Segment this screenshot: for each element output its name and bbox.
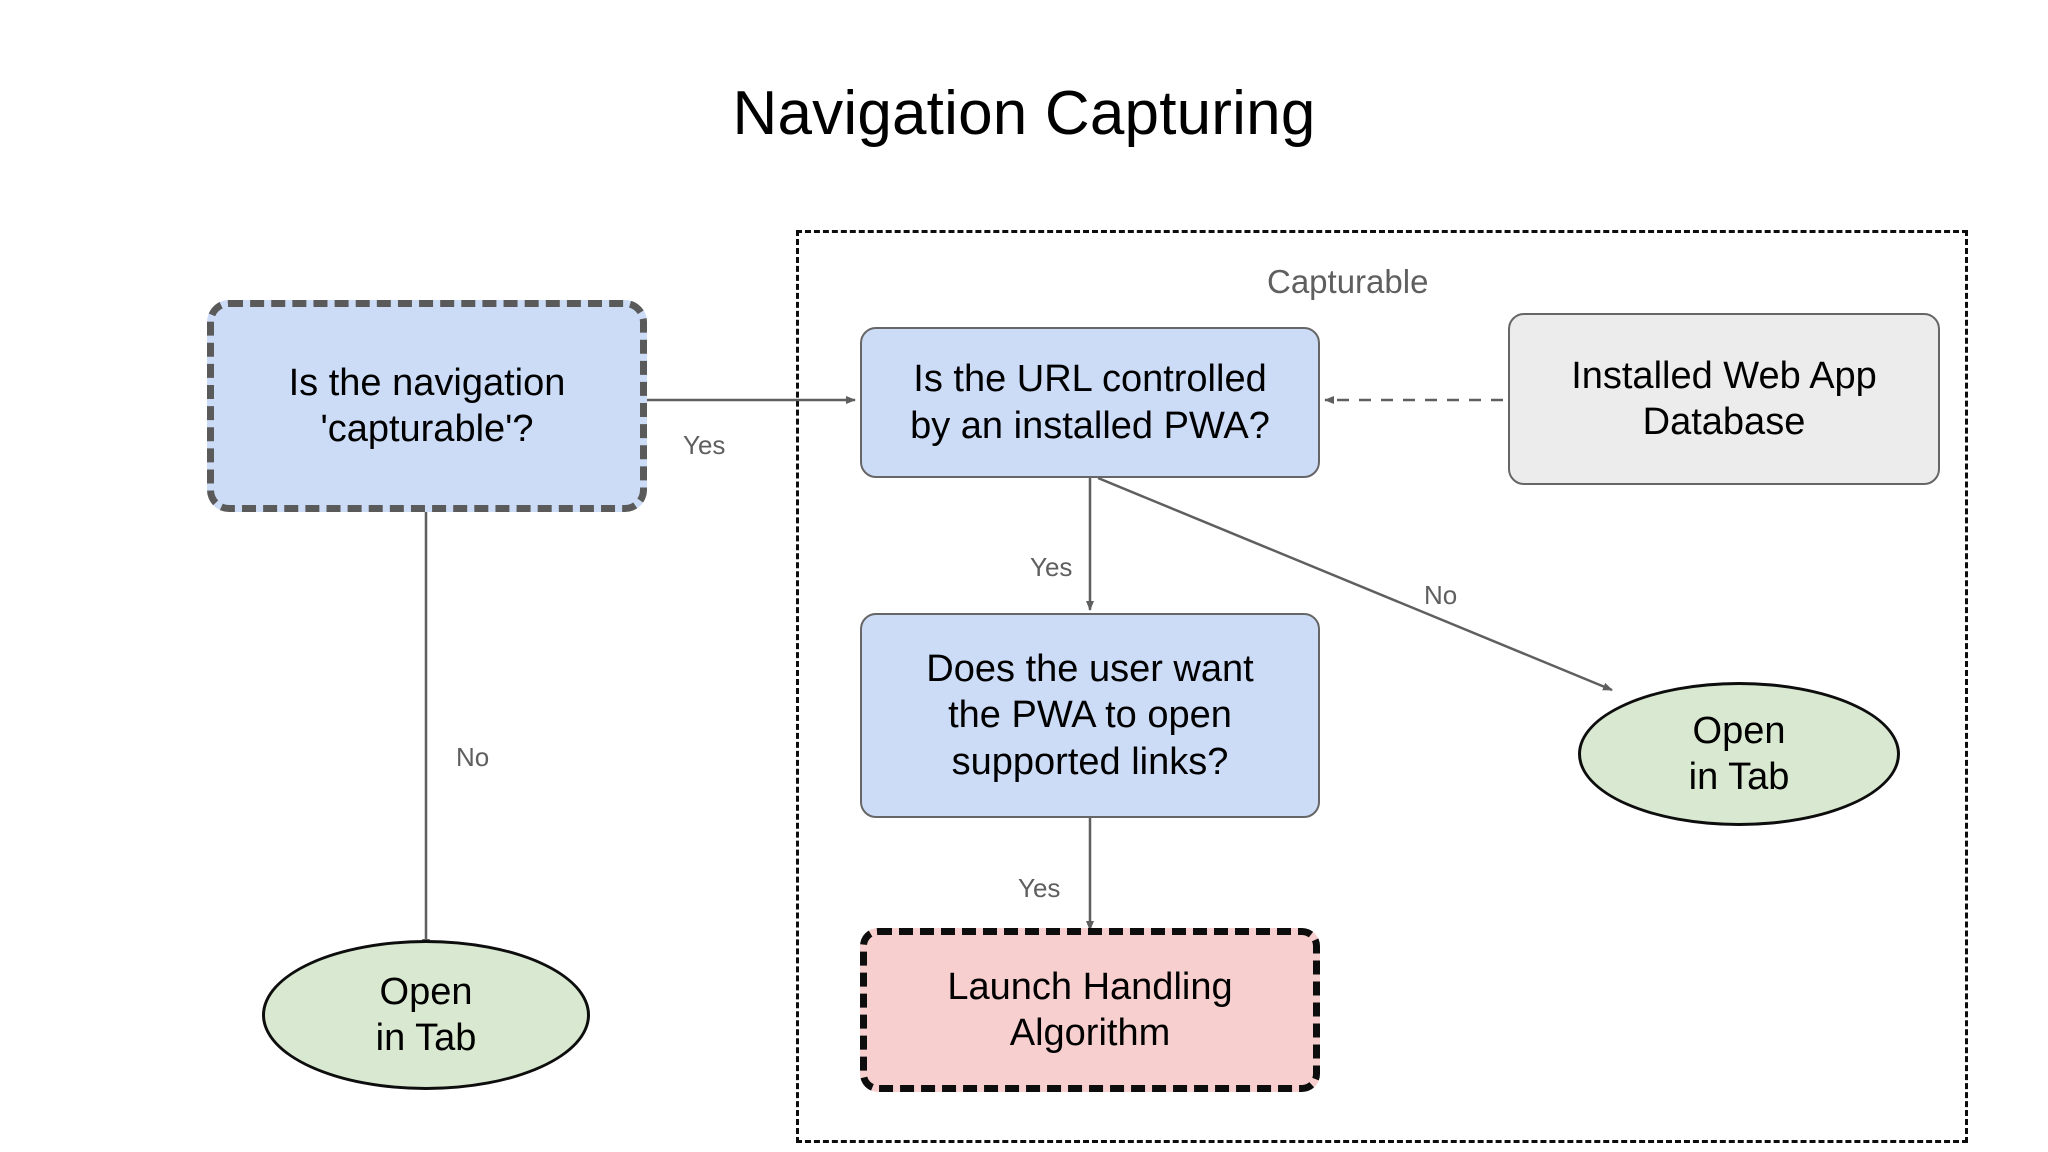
edge-label-url-no: No — [1424, 580, 1458, 610]
node-installed-web-app-database[interactable]: Installed Web App Database — [1508, 313, 1940, 485]
page-title: Navigation Capturing — [732, 79, 1316, 148]
group-capturable-label: Capturable — [1267, 263, 1429, 300]
edge-label-capturable-no: No — [456, 742, 490, 772]
node-is-navigation-capturable[interactable]: Is the navigation 'capturable'? — [207, 300, 647, 512]
edge-label-url-yes: Yes — [1030, 552, 1073, 582]
node-does-user-want[interactable]: Does the user want the PWA to open suppo… — [860, 613, 1320, 818]
group-capturable — [796, 230, 1968, 1143]
node-launch-handling-algorithm[interactable]: Launch Handling Algorithm — [860, 928, 1320, 1092]
edge-label-user-want-yes: Yes — [1018, 873, 1061, 903]
node-open-in-tab-left[interactable]: Open in Tab — [262, 940, 590, 1090]
node-open-in-tab-right[interactable]: Open in Tab — [1578, 682, 1900, 826]
edge-label-capturable-yes: Yes — [683, 430, 726, 460]
edge-url-no — [1097, 476, 1613, 692]
node-is-url-controlled[interactable]: Is the URL controlled by an installed PW… — [860, 327, 1320, 478]
